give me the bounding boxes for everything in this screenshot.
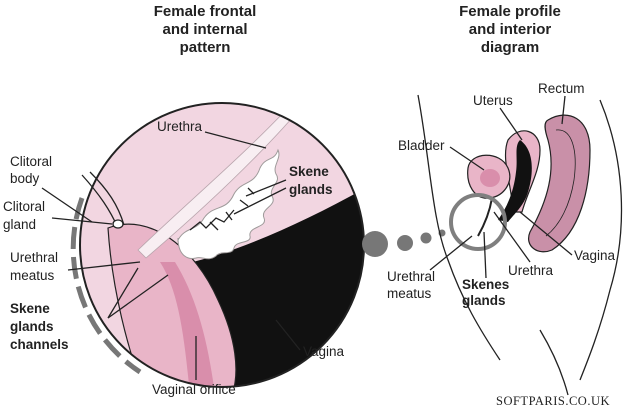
label-bladder: Bladder [398, 138, 445, 153]
label-uterus: Uterus [473, 93, 513, 108]
label-clitoral-gland-2: gland [3, 217, 36, 232]
magnifier-dots [362, 229, 446, 257]
right-title-line-3: diagram [481, 39, 539, 56]
rectum-shape [528, 114, 591, 253]
label-skene-channels-2: glands [10, 319, 54, 334]
label-skene-channels-1: Skene [10, 301, 50, 316]
label-urethral-meatus-1: Urethral [10, 250, 58, 265]
dashed-arc [70, 197, 142, 375]
label-urethral-meatus-right-1: Urethral [387, 269, 435, 284]
label-clitoral-body-2: body [10, 171, 40, 186]
profile-illustration [417, 94, 623, 396]
left-title-line-3: pattern [180, 39, 231, 56]
label-clitoral-body-1: Clitoral [10, 154, 52, 169]
vagina-shape [498, 140, 532, 222]
right-title-line-2: and interior [469, 21, 552, 38]
left-title-line-2: and internal [162, 21, 247, 38]
label-clitoral-gland-1: Clitoral [3, 199, 45, 214]
label-vagina-right: Vagina [574, 248, 616, 263]
label-skene-glands-2: glands [289, 182, 333, 197]
frontal-illustration [70, 102, 365, 388]
label-vaginal-orifice: Vaginal orifice [152, 382, 236, 397]
site-credit: SOFTPARIS.CO.UK [496, 394, 610, 408]
label-skenes-glands-2: glands [462, 293, 506, 308]
label-urethral-meatus-right-2: meatus [387, 286, 432, 301]
label-skene-glands-1: Skene [289, 164, 329, 179]
clitoral-gland-shape [112, 219, 124, 229]
right-leader-lines [429, 95, 573, 279]
label-rectum: Rectum [538, 81, 585, 96]
magnifier-ring [449, 193, 507, 251]
label-skene-channels-3: channels [10, 337, 69, 352]
label-urethra-left: Urethra [157, 119, 203, 134]
right-title-line-1: Female profile [459, 3, 561, 20]
label-urethral-meatus-2: meatus [10, 268, 55, 283]
left-title-line-1: Female frontal [154, 3, 257, 20]
label-urethra-right: Urethra [508, 263, 554, 278]
left-leader-lines [41, 131, 301, 380]
label-skenes-glands-1: Skenes [462, 277, 509, 292]
label-vagina-left: Vagina [303, 344, 345, 359]
skene-glands-shape [177, 148, 280, 260]
